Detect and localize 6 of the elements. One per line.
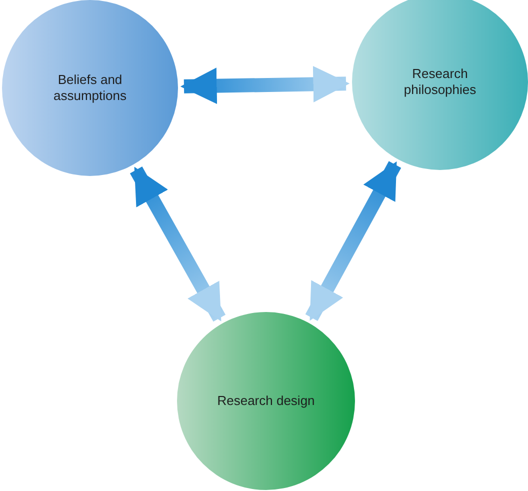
double-arrow [180, 66, 350, 104]
double-arrow [130, 166, 226, 322]
node-label: Beliefs and assumptions [52, 72, 128, 104]
double-arrow [305, 161, 402, 321]
node-label: Research philosophies [402, 66, 478, 98]
node-label: Research design [217, 392, 315, 410]
